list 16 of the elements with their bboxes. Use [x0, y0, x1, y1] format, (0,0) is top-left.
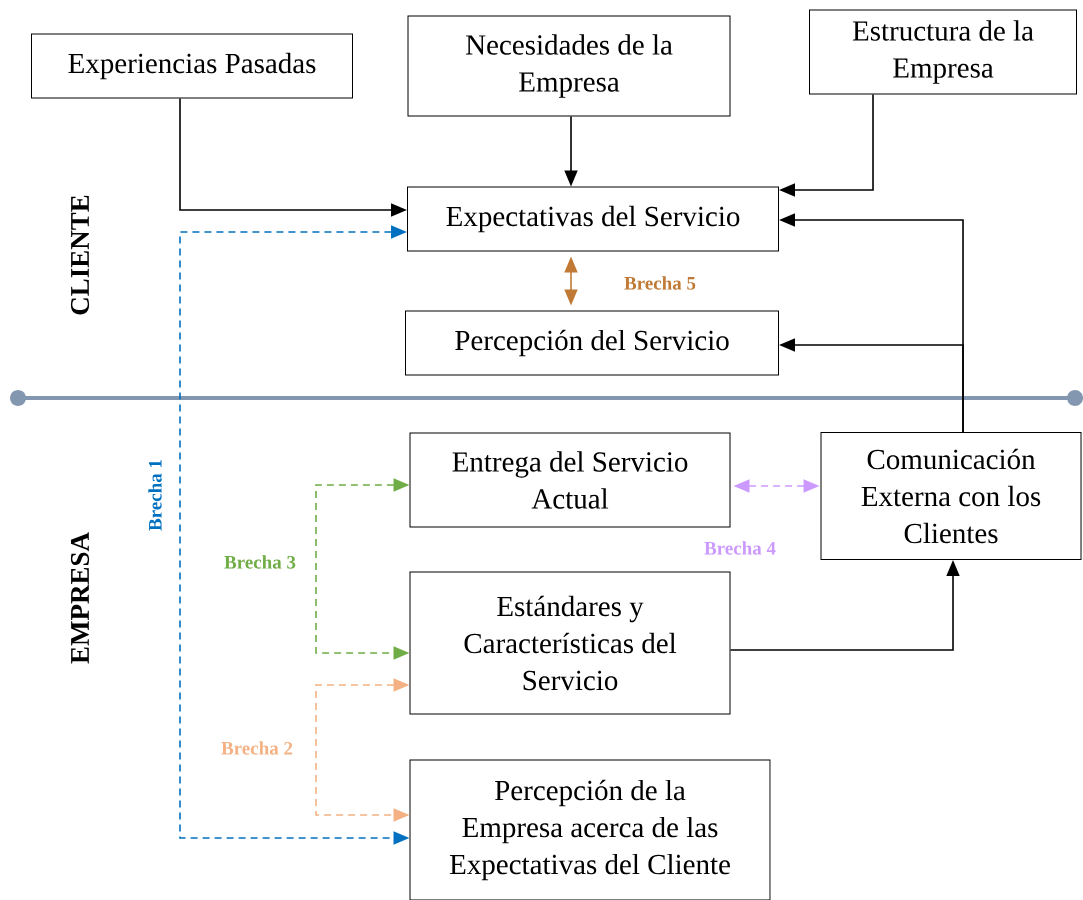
text-box: Percepción de la Empresa acerca de las Expectativas del Cliente: [409, 759, 771, 900]
text-box: Estructura de la Empresa: [809, 9, 1077, 95]
text-box: Experiencias Pasadas: [31, 33, 353, 99]
text-box: Necesidades de la Empresa: [407, 15, 731, 117]
edge-label: Brecha 2: [220, 740, 294, 756]
text-box: Entrega del Servicio Actual: [409, 432, 731, 528]
text-box: Percepción del Servicio: [405, 310, 779, 376]
edge-label: Brecha 4: [703, 540, 777, 556]
text-box: Estándares y Características del Servicio: [409, 571, 731, 715]
side-label: CLIENTE: [70, 195, 90, 315]
text-box: Comunicación Externa con los Clientes: [820, 432, 1082, 560]
edge-label: Brecha 1: [147, 458, 163, 532]
text-box: Expectativas del Servicio: [407, 186, 779, 252]
edge-label: Brecha 5: [623, 275, 697, 291]
edge-label: Brecha 3: [223, 554, 297, 570]
side-label: EMPRESA: [70, 532, 90, 664]
